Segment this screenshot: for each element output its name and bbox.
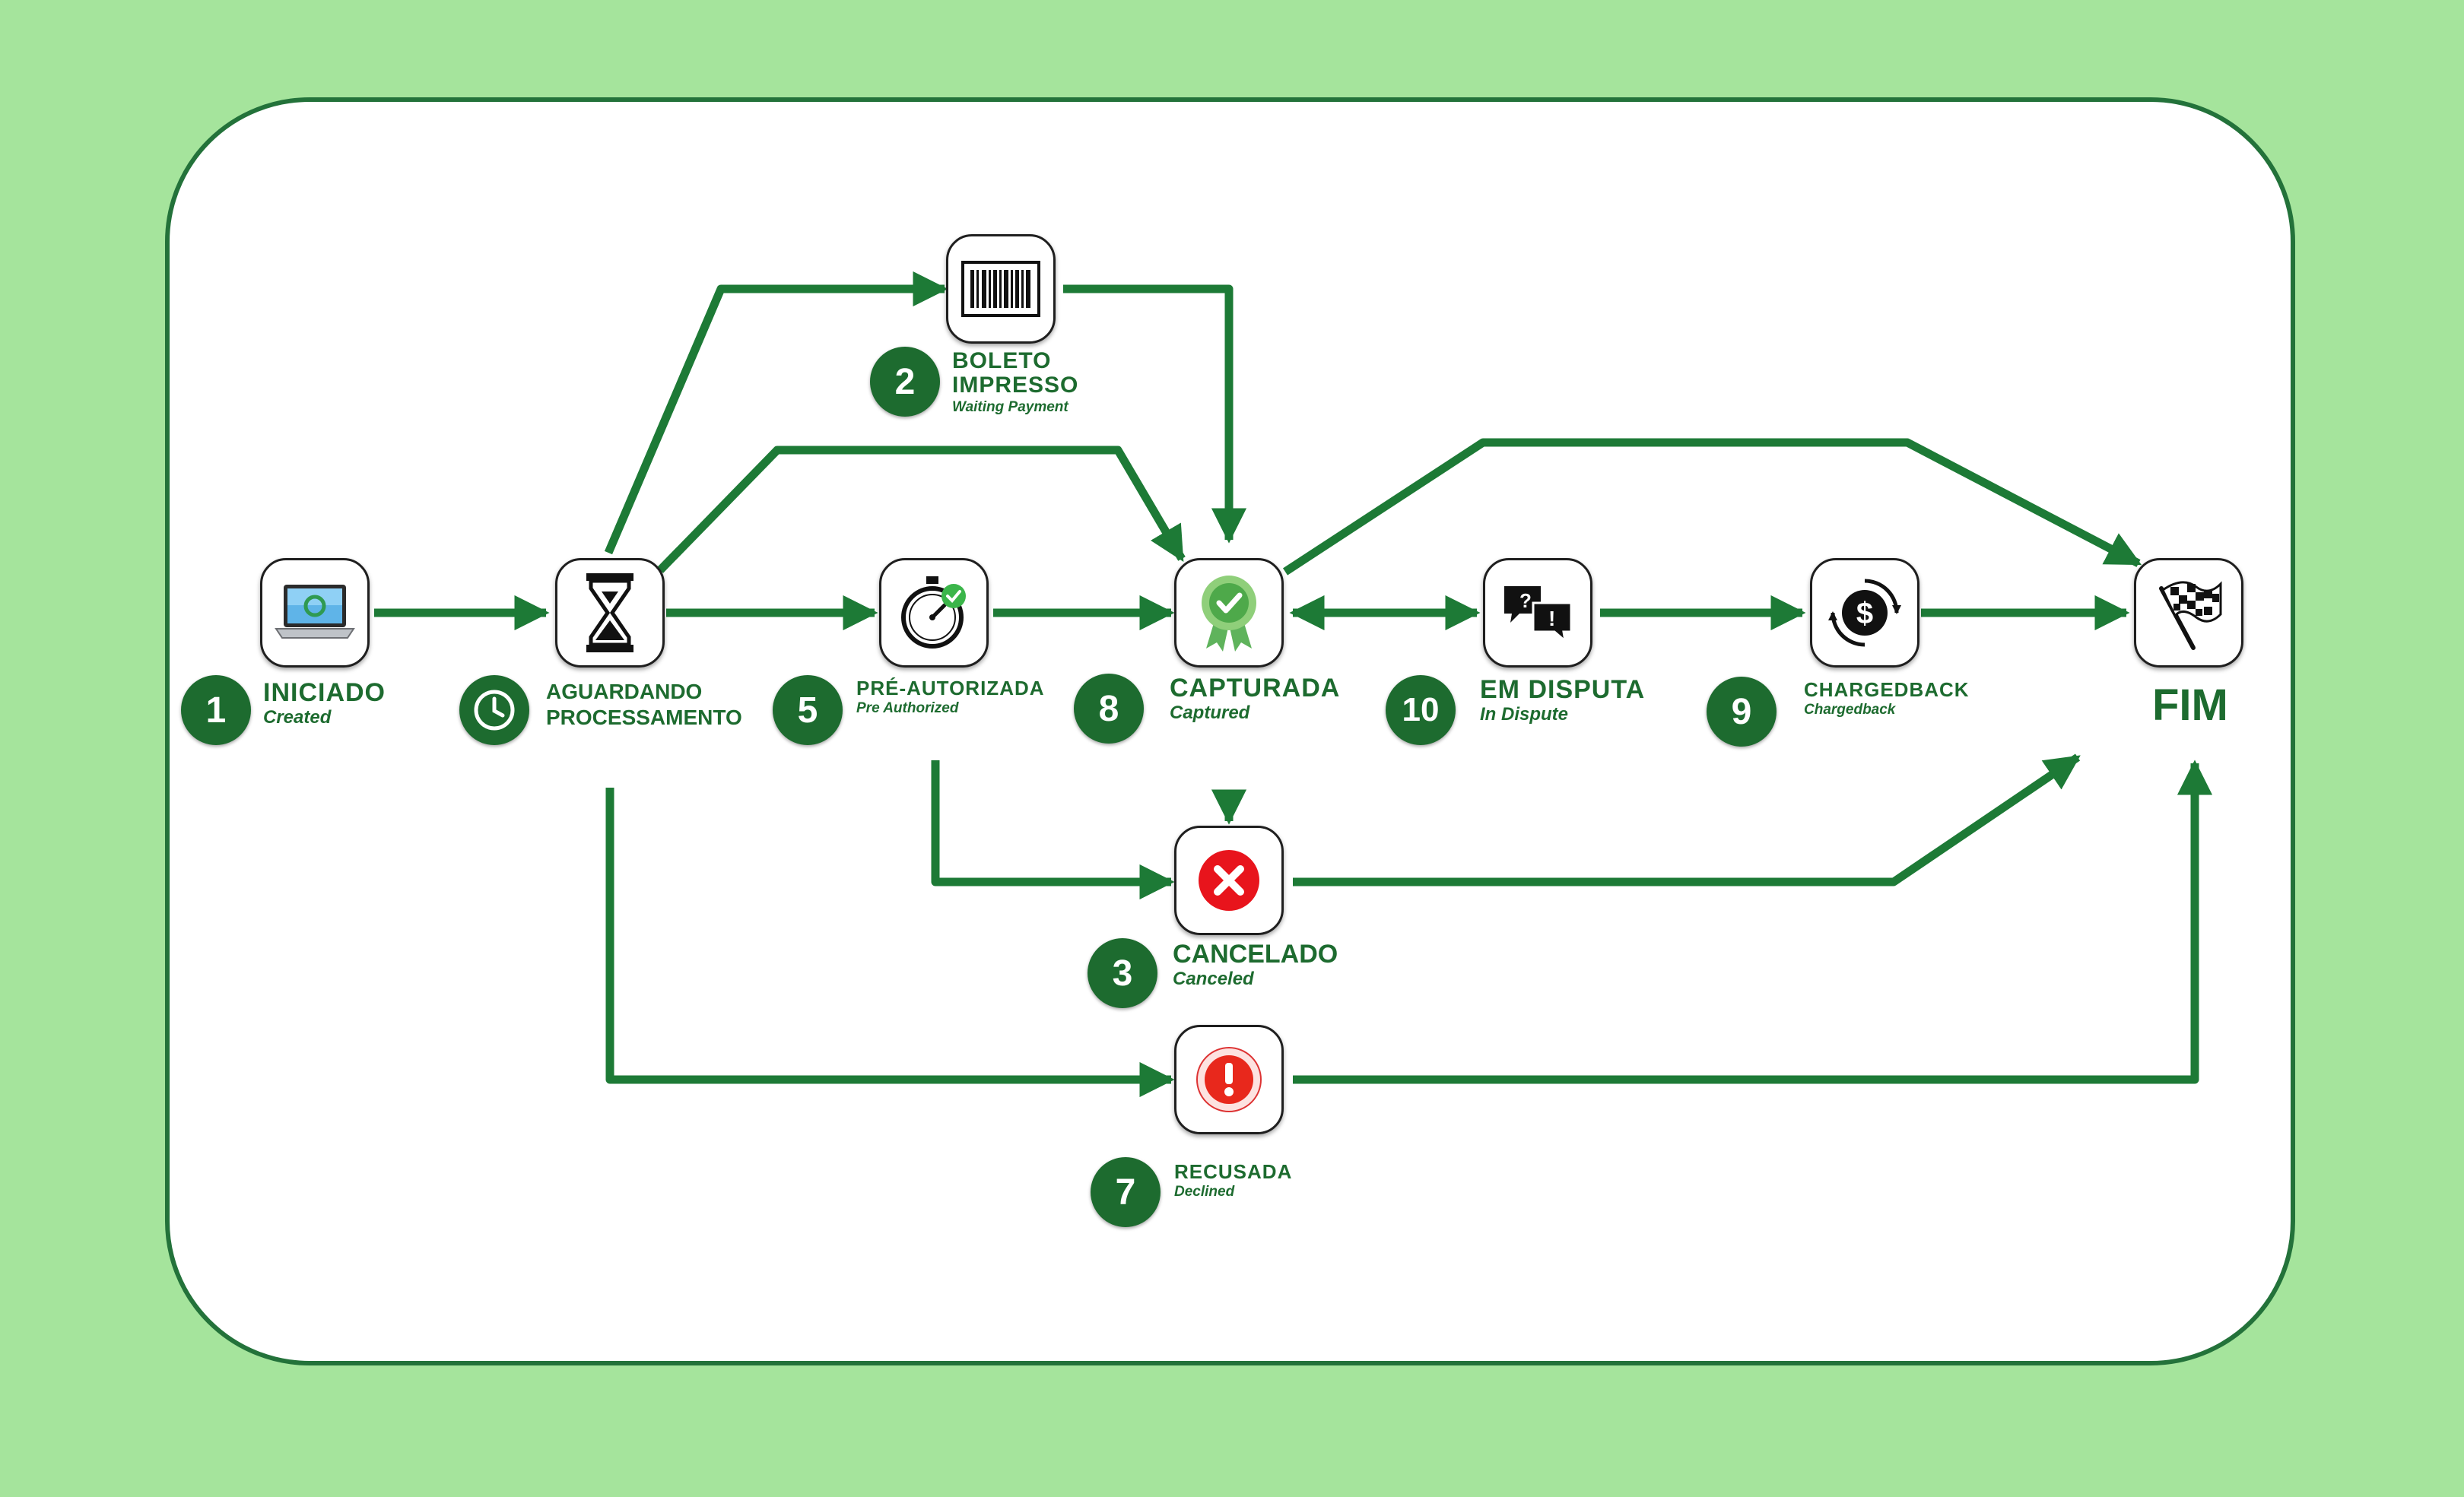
red-x-icon	[1199, 850, 1259, 911]
state-name-en-cancelado: Canceled	[1173, 969, 1254, 989]
state-name-en-recusada: Declined	[1174, 1184, 1235, 1200]
state-name-aguardando-line2: PROCESSAMENTO	[546, 706, 742, 729]
label-em-disputa: EM DISPUTA In Dispute	[1480, 677, 1645, 724]
badge-chargedback: 9	[1707, 677, 1777, 747]
badge-pre-autorizada: 5	[773, 675, 843, 745]
node-fim[interactable]	[2134, 558, 2243, 668]
node-iniciado[interactable]	[260, 558, 370, 668]
state-name-recusada: RECUSADA	[1174, 1160, 1293, 1183]
arrow-aguardando-to-recusada	[605, 788, 1175, 1098]
barcode-icon	[961, 261, 1040, 317]
label-chargedback: CHARGEDBACK Chargedback	[1804, 680, 1970, 717]
badge-aguardando	[459, 675, 529, 745]
stopwatch-icon	[901, 576, 966, 649]
label-pre-autorizada: PRÉ-AUTORIZADA Pre Authorized	[856, 678, 1045, 715]
state-name-en-capturada: Captured	[1170, 703, 1250, 723]
label-cancelado: CANCELADO Canceled	[1173, 941, 1338, 988]
laptop-icon	[275, 585, 355, 639]
arrow-preauth-to-cancelado	[931, 760, 1175, 900]
hourglass-icon	[586, 573, 633, 652]
node-aguardando[interactable]	[555, 558, 665, 668]
node-em-disputa[interactable]: ? !	[1483, 558, 1592, 668]
svg-text:$: $	[1856, 597, 1873, 630]
node-recusada[interactable]	[1174, 1025, 1284, 1134]
svg-text:?: ?	[1519, 589, 1532, 612]
arrow-capturada-to-fim	[1282, 438, 2142, 576]
arrow-aguardando-to-boleto	[604, 271, 948, 555]
svg-text:!: !	[1548, 607, 1555, 630]
state-name-boleto-line1: BOLETO	[952, 348, 1052, 373]
node-capturada[interactable]	[1174, 558, 1284, 668]
label-boleto: BOLETO IMPRESSO Waiting Payment	[952, 348, 1079, 415]
state-name-boleto-line2: IMPRESSO	[952, 373, 1079, 398]
node-cancelado[interactable]	[1174, 826, 1284, 935]
dollar-cycle-icon: $	[1828, 579, 1901, 647]
label-iniciado: INICIADO Created	[263, 680, 386, 727]
arrow-aguardando-to-capturada	[657, 446, 1186, 573]
arrow-recusada-to-fim	[1293, 760, 2213, 1084]
badge-iniciado: 1	[181, 675, 251, 745]
clock-icon	[474, 690, 515, 731]
label-capturada: CAPTURADA Captured	[1170, 675, 1340, 722]
badge-cancelado: 3	[1088, 938, 1157, 1008]
badge-em-disputa: 10	[1386, 675, 1456, 745]
checkered-flag-icon	[2159, 581, 2222, 650]
node-pre-autorizada[interactable]	[879, 558, 989, 668]
node-chargedback[interactable]: $	[1810, 558, 1919, 668]
speech-bubbles-icon: ? !	[1504, 586, 1573, 644]
label-aguardando: AGUARDANDO PROCESSAMENTO	[546, 681, 742, 728]
badge-recusada: 7	[1091, 1157, 1161, 1227]
state-name-en-iniciado: Created	[263, 707, 332, 728]
state-name-capturada: CAPTURADA	[1170, 674, 1341, 703]
badge-boleto: 2	[870, 347, 940, 417]
state-name-chargedback: CHARGEDBACK	[1804, 678, 1970, 701]
label-recusada: RECUSADA Declined	[1174, 1162, 1292, 1199]
state-name-en-em-disputa: In Dispute	[1480, 704, 1569, 725]
state-name-en-pre-autorizada: Pre Authorized	[856, 700, 959, 716]
state-name-en-chargedback: Chargedback	[1804, 702, 1896, 718]
award-badge-icon	[1202, 576, 1256, 652]
warning-icon	[1196, 1047, 1262, 1112]
arrow-boleto-to-capturada	[1063, 284, 1247, 544]
state-name-cancelado: CANCELADO	[1173, 940, 1338, 969]
state-name-iniciado: INICIADO	[263, 678, 386, 707]
arrow-cancelado-to-fim	[1293, 753, 2081, 886]
node-boleto[interactable]	[946, 234, 1056, 344]
state-name-pre-autorizada: PRÉ-AUTORIZADA	[856, 677, 1045, 699]
state-name-aguardando-line1: AGUARDANDO	[546, 680, 703, 703]
badge-capturada: 8	[1074, 674, 1144, 744]
state-name-en-boleto: Waiting Payment	[952, 399, 1068, 415]
label-fim: FIM	[2152, 680, 2228, 730]
state-name-em-disputa: EM DISPUTA	[1480, 675, 1646, 704]
